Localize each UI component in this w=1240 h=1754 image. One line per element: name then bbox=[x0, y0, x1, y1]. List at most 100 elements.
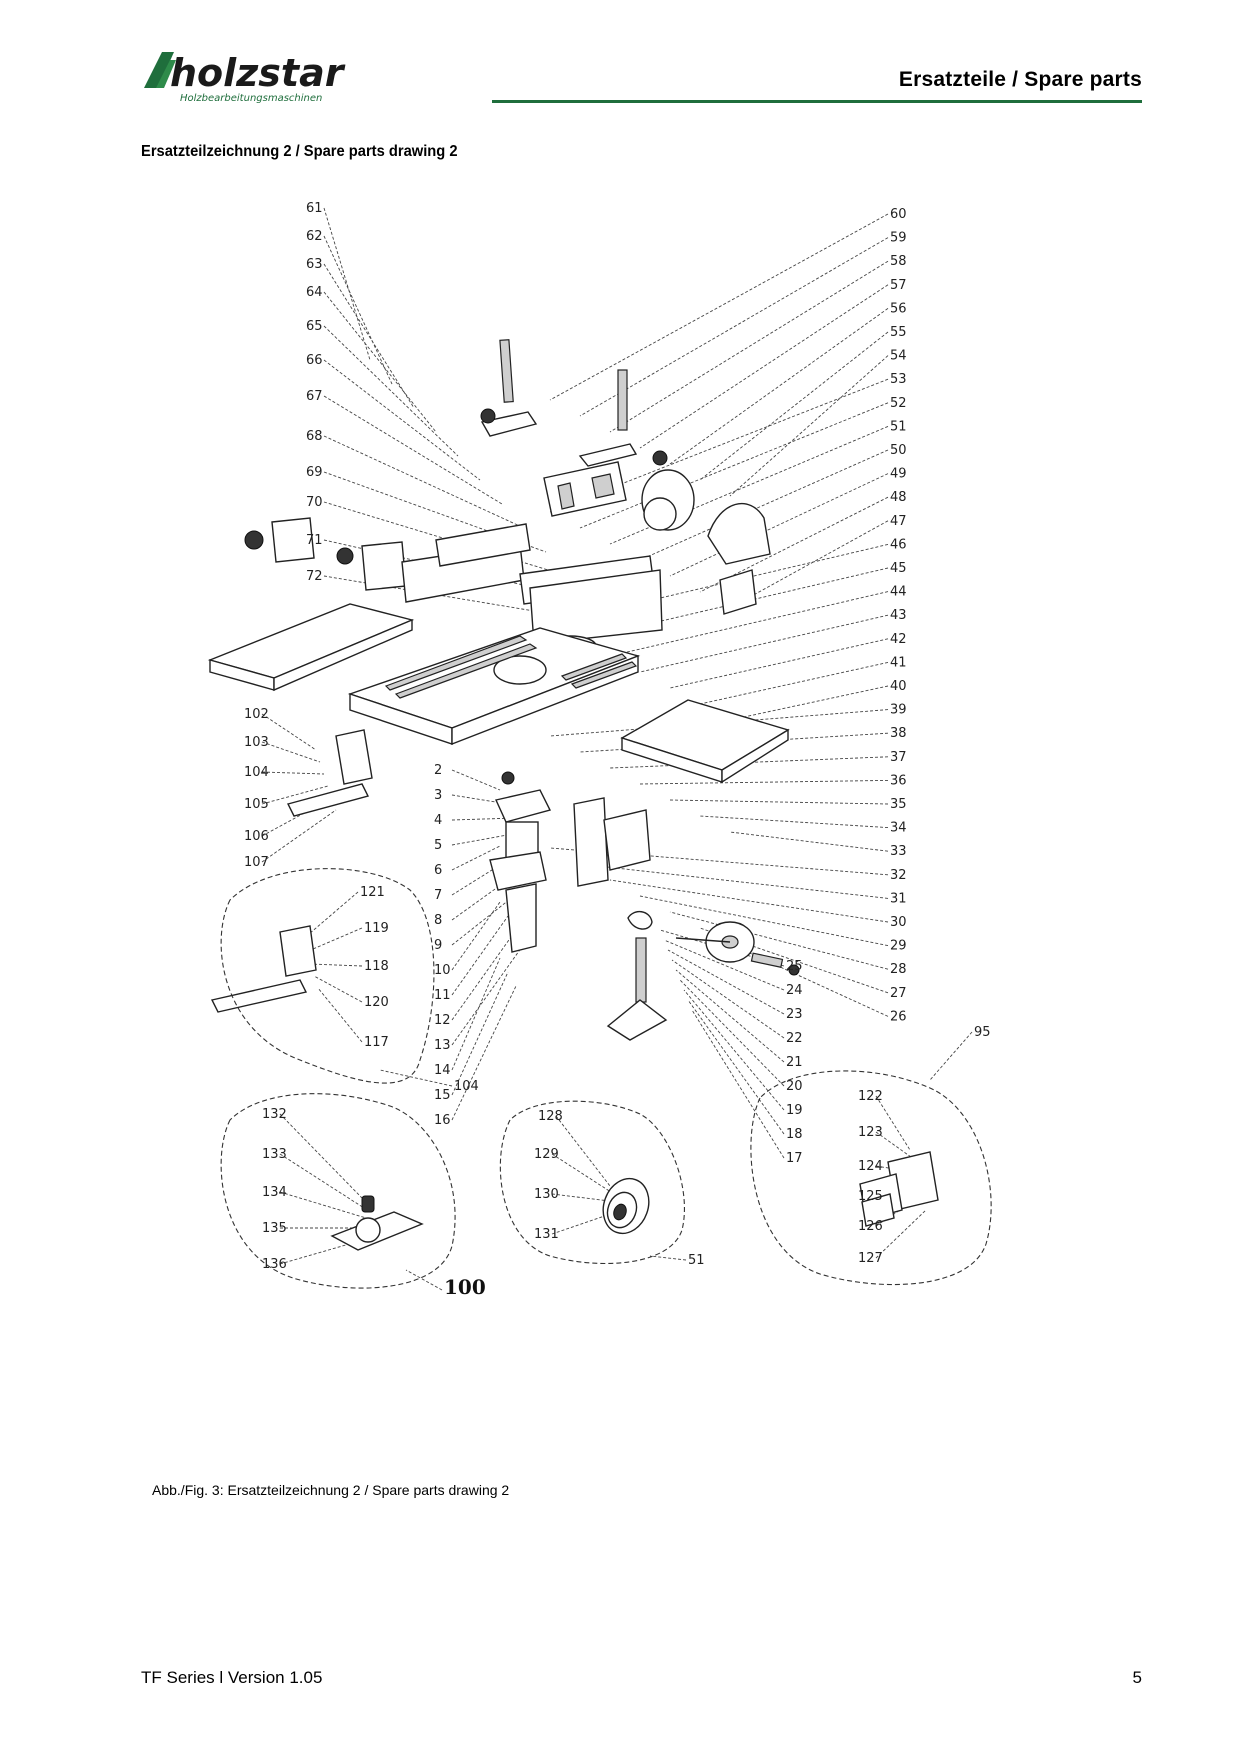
part-callout-33: 33 bbox=[890, 844, 907, 859]
leader-line-129 bbox=[551, 1153, 615, 1195]
part-callout-51: 51 bbox=[688, 1253, 705, 1268]
part-callout-25: 25 bbox=[786, 959, 803, 974]
leader-line-102 bbox=[261, 713, 317, 751]
part-callout-46: 46 bbox=[890, 537, 907, 552]
leader-line-122 bbox=[875, 1095, 911, 1151]
leader-line-55 bbox=[699, 331, 889, 481]
part-callout-8: 8 bbox=[434, 913, 442, 928]
part-callout-100: 100 bbox=[444, 1275, 486, 1299]
part-callout-26: 26 bbox=[890, 1009, 907, 1024]
leader-line-61 bbox=[323, 207, 371, 361]
part-callout-69: 69 bbox=[306, 465, 323, 480]
leader-line-63 bbox=[323, 263, 415, 409]
leader-line-45 bbox=[579, 567, 889, 641]
leader-line-44 bbox=[609, 591, 889, 657]
part-callout-70: 70 bbox=[306, 495, 323, 510]
leader-line-14 bbox=[451, 957, 501, 1071]
part-callout-16: 16 bbox=[434, 1113, 451, 1128]
part-callout-124: 124 bbox=[858, 1159, 883, 1174]
leader-line-13 bbox=[451, 943, 525, 1046]
part-callout-125: 125 bbox=[858, 1189, 883, 1204]
part-callout-127: 127 bbox=[858, 1251, 883, 1266]
part-callout-9: 9 bbox=[434, 938, 442, 953]
part-callout-3: 3 bbox=[434, 788, 442, 803]
leader-line-2 bbox=[451, 769, 501, 791]
part-callout-129: 129 bbox=[534, 1147, 559, 1162]
leader-line-17 bbox=[691, 1009, 785, 1159]
leader-line-103 bbox=[261, 741, 321, 763]
leader-line-37 bbox=[609, 756, 889, 769]
part-callout-59: 59 bbox=[890, 231, 907, 246]
part-callout-55: 55 bbox=[890, 325, 907, 340]
page-header-title: Ersatzteile / Spare parts bbox=[898, 68, 1142, 91]
leader-line-133 bbox=[279, 1153, 365, 1209]
part-callout-131: 131 bbox=[534, 1227, 559, 1242]
leader-line-128 bbox=[555, 1115, 611, 1187]
part-callout-126: 126 bbox=[858, 1219, 883, 1234]
part-callout-20: 20 bbox=[786, 1079, 803, 1094]
part-callout-23: 23 bbox=[786, 1007, 803, 1022]
leader-line-127 bbox=[875, 1209, 927, 1259]
part-callout-35: 35 bbox=[890, 797, 907, 812]
leader-line-21 bbox=[675, 969, 785, 1063]
part-callout-15: 15 bbox=[434, 1088, 451, 1103]
part-callout-134: 134 bbox=[262, 1185, 287, 1200]
leader-line-18 bbox=[687, 999, 785, 1135]
part-callout-6: 6 bbox=[434, 863, 442, 878]
part-callout-13: 13 bbox=[434, 1038, 451, 1053]
part-callout-62: 62 bbox=[306, 229, 323, 244]
part-callout-60: 60 bbox=[890, 207, 907, 222]
header-divider bbox=[492, 100, 1142, 103]
leader-line-65 bbox=[323, 325, 459, 457]
leader-line-30 bbox=[609, 879, 889, 923]
leader-line-50 bbox=[639, 449, 889, 561]
leader-line-118 bbox=[309, 963, 363, 967]
part-callout-4: 4 bbox=[434, 813, 442, 828]
exploded-view-svg: 6059585756555453525150494847464544434241… bbox=[207, 201, 992, 1299]
part-callout-10: 10 bbox=[434, 963, 451, 978]
part-callout-43: 43 bbox=[890, 608, 907, 623]
part-callout-71: 71 bbox=[306, 533, 323, 548]
part-callout-34: 34 bbox=[890, 821, 907, 836]
part-callout-119: 119 bbox=[364, 921, 389, 936]
part-callout-54: 54 bbox=[890, 349, 907, 364]
part-callout-130: 130 bbox=[534, 1187, 559, 1202]
part-callout-50: 50 bbox=[890, 443, 907, 458]
part-callout-121: 121 bbox=[360, 885, 385, 900]
leader-line-36 bbox=[639, 779, 889, 785]
part-callout-68: 68 bbox=[306, 429, 323, 444]
leader-line-72 bbox=[323, 575, 613, 625]
logo-wordmark: holzstar bbox=[170, 51, 346, 95]
figure-caption: Abb./Fig. 3: Ersatzteilzeichnung 2 / Spa… bbox=[152, 1482, 510, 1498]
part-callout-21: 21 bbox=[786, 1055, 803, 1070]
part-callout-40: 40 bbox=[890, 679, 907, 694]
part-callout-53: 53 bbox=[890, 372, 907, 387]
part-callout-22: 22 bbox=[786, 1031, 803, 1046]
footer-version: TF Series l Version 1.05 bbox=[141, 1668, 323, 1687]
leader-line-104 bbox=[261, 771, 325, 775]
leader-line-136 bbox=[279, 1237, 371, 1265]
part-callout-7: 7 bbox=[434, 888, 442, 903]
part-callout-133: 133 bbox=[262, 1147, 287, 1162]
part-callout-38: 38 bbox=[890, 726, 907, 741]
leader-line-12 bbox=[451, 929, 517, 1021]
leader-line-39 bbox=[549, 709, 889, 737]
leader-line-6 bbox=[451, 845, 501, 871]
leader-line-4 bbox=[451, 817, 517, 821]
part-callout-120: 120 bbox=[364, 995, 389, 1010]
leader-line-100 bbox=[405, 1269, 443, 1291]
part-callout-18: 18 bbox=[786, 1127, 803, 1142]
leader-line-59 bbox=[579, 237, 889, 417]
part-callout-29: 29 bbox=[890, 939, 907, 954]
leader-line-11 bbox=[451, 915, 509, 996]
part-callout-32: 32 bbox=[890, 868, 907, 883]
holzstar-logo: holzstar Holzbearbeitungsmaschinen bbox=[140, 46, 420, 106]
part-callout-42: 42 bbox=[890, 632, 907, 647]
part-callout-118: 118 bbox=[364, 959, 389, 974]
leader-line-40 bbox=[729, 685, 889, 721]
leader-line-66 bbox=[323, 359, 481, 481]
leader-line-31 bbox=[579, 863, 889, 899]
leader-line-134 bbox=[279, 1191, 367, 1219]
part-callout-37: 37 bbox=[890, 750, 907, 765]
part-callout-107: 107 bbox=[244, 855, 269, 870]
